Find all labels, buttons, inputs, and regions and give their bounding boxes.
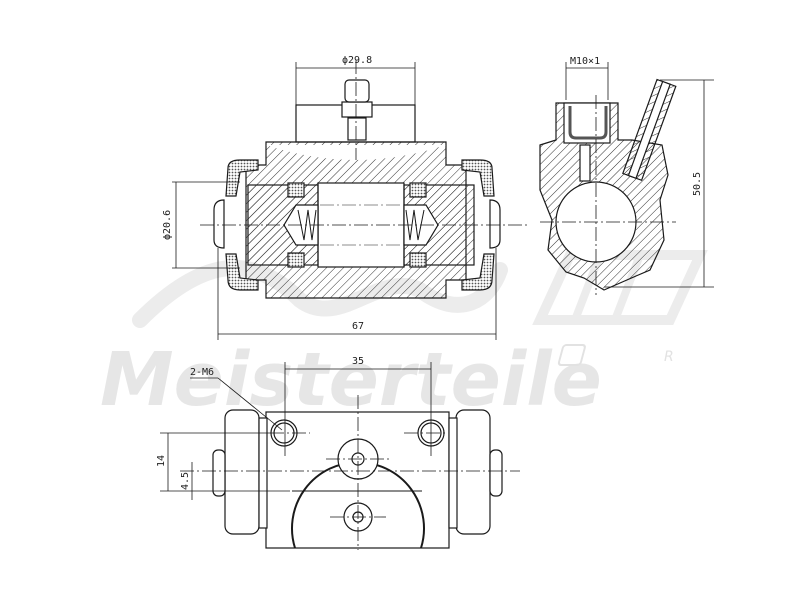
watermark-text: Meisterteile: [100, 337, 602, 423]
registered-mark-icon: [557, 344, 586, 366]
dim-bolt-spacing: 35: [352, 356, 364, 367]
bottom-dimensions: [160, 362, 432, 500]
bottom-view: [180, 395, 520, 550]
front-dimensions: [172, 62, 497, 340]
dim-top-width: ϕ29.8: [342, 55, 372, 66]
dim-bleeder-thread: M10×1: [570, 56, 600, 67]
watermark: Meisterteile R: [100, 250, 708, 423]
dim-mount-height: 14: [156, 455, 167, 467]
side-dimensions: [565, 62, 714, 288]
dim-side-height: 50.5: [692, 172, 703, 196]
dim-bolt-thread: 2-M6: [190, 367, 214, 378]
registered-mark: R: [664, 349, 674, 365]
dim-overall-length: 67: [352, 321, 364, 332]
side-section-view: [539, 78, 677, 295]
dim-bore-diameter: ϕ20.6: [162, 210, 173, 240]
front-section-view: [200, 60, 530, 299]
dim-offset: 4.5: [180, 472, 191, 490]
